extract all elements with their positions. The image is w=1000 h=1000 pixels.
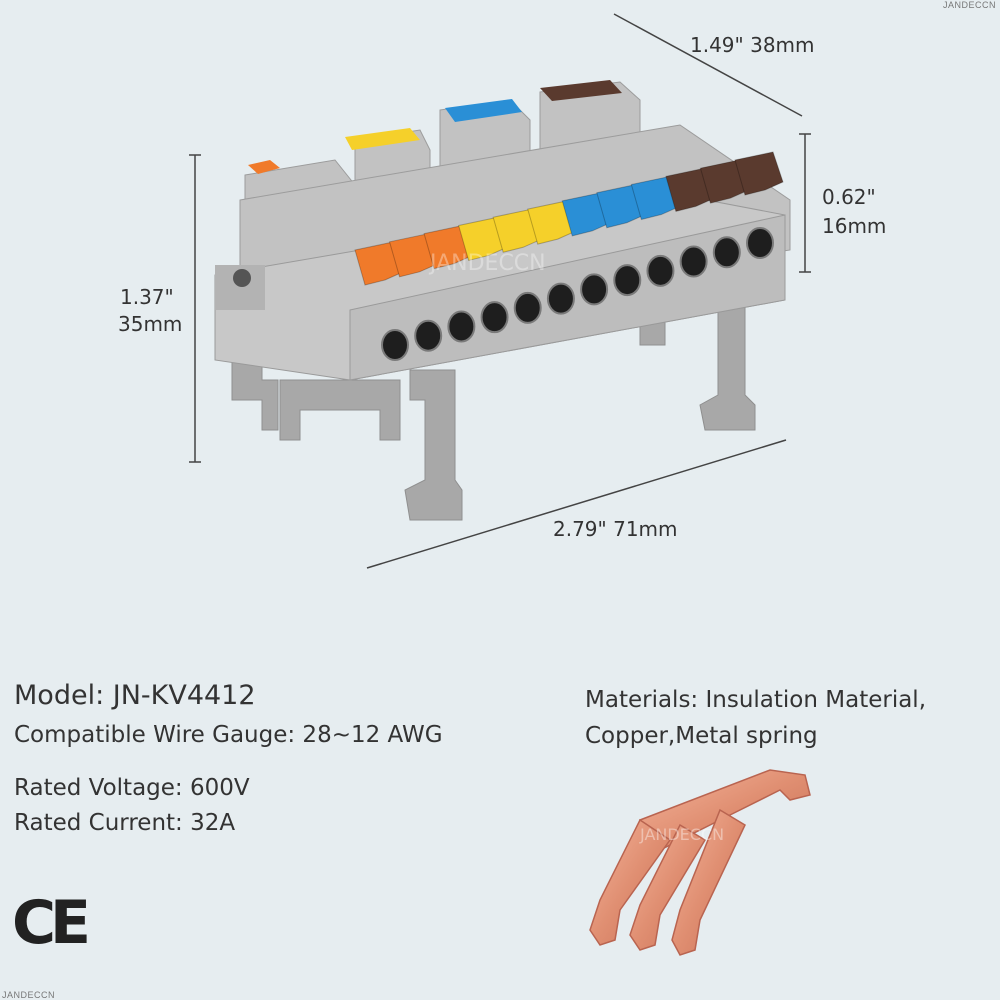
- lever: [388, 233, 439, 278]
- wire-hole: [480, 301, 509, 334]
- lever: [561, 192, 611, 237]
- wire-hole: [746, 227, 774, 259]
- dim-length: 2.79" 71mm: [553, 517, 678, 541]
- lever: [699, 159, 750, 204]
- materials-block: Materials: Insulation Material, Copper,M…: [585, 682, 926, 754]
- lever: [423, 225, 473, 270]
- watermark-center: JANDECCN: [428, 251, 546, 276]
- dim-height-mm: 35mm: [118, 312, 182, 336]
- watermark-top: JANDECCN: [942, 0, 996, 10]
- lever: [354, 241, 404, 286]
- wire-hole: [613, 264, 642, 297]
- wire-gauge-label: Compatible Wire Gauge: 28~12 AWG: [14, 722, 443, 748]
- ce-mark-icon: CE: [12, 888, 91, 958]
- lever: [630, 175, 680, 221]
- copper-spring-icon: JANDECCN: [589, 769, 811, 956]
- materials-line2: Copper,Metal spring: [585, 723, 818, 749]
- lever: [665, 167, 715, 212]
- dim-top-height-in: 0.62": [822, 185, 876, 209]
- model-label: Model: JN-KV4412: [14, 680, 256, 711]
- lever: [492, 208, 542, 253]
- wire-hole: [513, 291, 542, 324]
- terminal-block-icon: 1.49" 38mm 0.62" 16mm 1.37" 35mm 2.79" 7…: [118, 13, 886, 569]
- watermark-bottom: JANDECCN: [2, 990, 56, 1000]
- lever: [734, 151, 784, 196]
- wire-hole: [646, 254, 675, 287]
- dim-top-height-mm: 16mm: [822, 214, 886, 238]
- rated-current-label: Rated Current: 32A: [14, 810, 236, 836]
- spring-watermark: JANDECCN: [639, 825, 724, 844]
- wire-hole: [414, 319, 443, 352]
- lever: [458, 216, 508, 262]
- wire-hole: [712, 236, 741, 269]
- dim-height-in: 1.37": [120, 285, 174, 309]
- wire-hole: [546, 282, 575, 315]
- rated-voltage-label: Rated Voltage: 600V: [14, 775, 250, 801]
- wire-hole: [679, 245, 708, 278]
- dim-depth: 1.49" 38mm: [690, 33, 815, 57]
- wire-hole: [381, 329, 409, 361]
- materials-line1: Materials: Insulation Material,: [585, 687, 927, 713]
- wire-hole: [447, 310, 476, 343]
- lever: [596, 184, 646, 229]
- wire-hole: [580, 273, 609, 306]
- lever: [527, 200, 577, 245]
